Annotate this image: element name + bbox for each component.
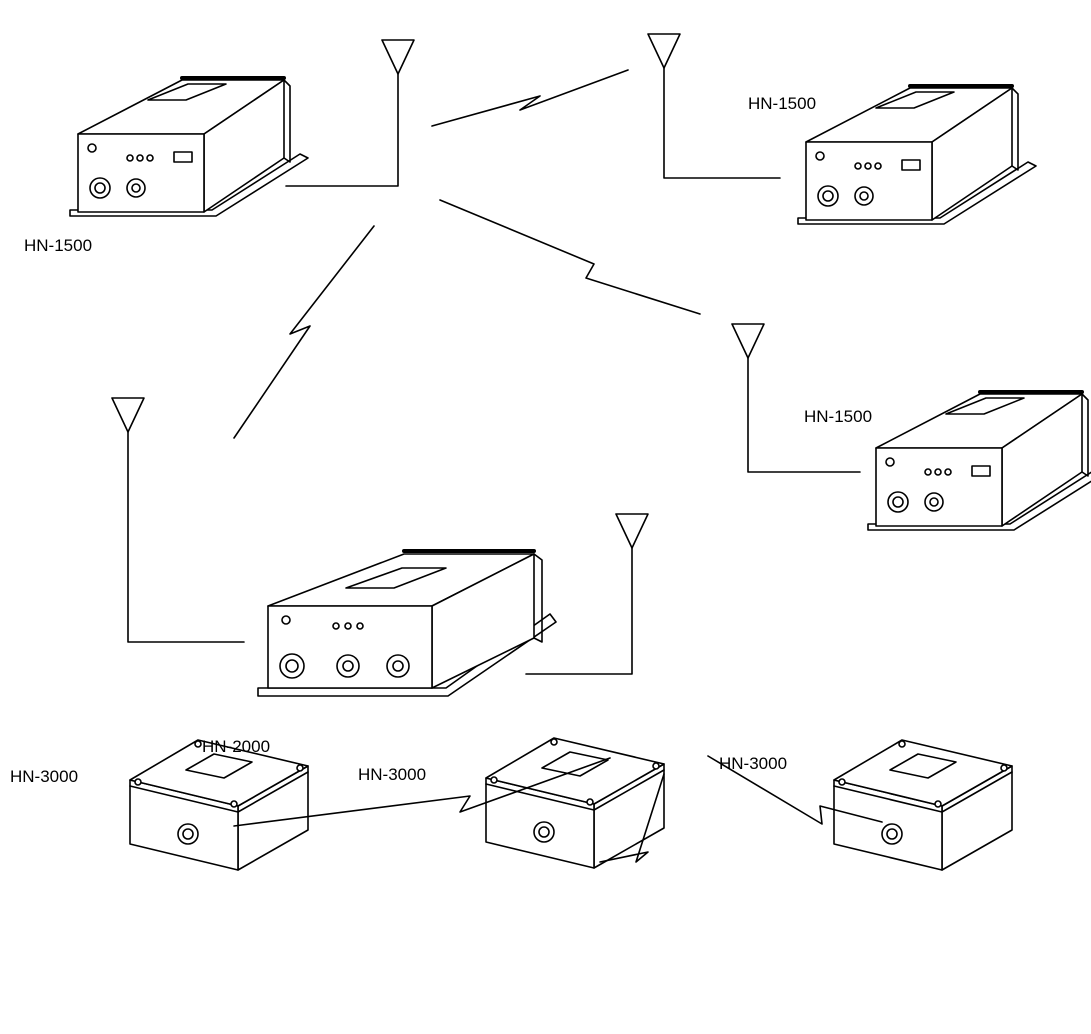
link-bottom-left xyxy=(233,757,611,827)
antenna-mid-right xyxy=(731,323,861,473)
device-label-hn1500-top-left: HN-1500 xyxy=(24,236,93,255)
device-label-hn1500-mid-right: HN-1500 xyxy=(804,407,873,426)
device-hn3000-right xyxy=(833,739,1013,871)
device-hn3000-center xyxy=(485,737,665,869)
link-bottom-right xyxy=(707,755,883,825)
device-hn3000-left xyxy=(129,739,309,871)
device-label-hn3000-right: HN-3000 xyxy=(719,754,788,773)
radio-links xyxy=(233,69,883,863)
device-hn1500-top-right xyxy=(796,84,1038,226)
device-hn1500-mid-right xyxy=(866,390,1091,532)
device-label-hn1500-top-right: HN-1500 xyxy=(748,94,817,113)
device-label-hn3000-left: HN-3000 xyxy=(10,767,79,786)
link-diag-left xyxy=(233,225,375,439)
antenna-left xyxy=(111,397,245,643)
link-top xyxy=(431,69,629,127)
device-label-hn2000: HN-2000 xyxy=(202,737,271,756)
device-label-hn3000-center: HN-3000 xyxy=(358,765,427,784)
device-hn2000 xyxy=(257,549,557,697)
antenna-top-right xyxy=(647,33,781,179)
antenna-top-center xyxy=(285,39,415,187)
device-hn1500-top-left xyxy=(68,76,310,218)
link-bottom-center xyxy=(599,773,665,863)
link-diag-right xyxy=(439,199,701,315)
antenna-center-right xyxy=(525,513,649,675)
